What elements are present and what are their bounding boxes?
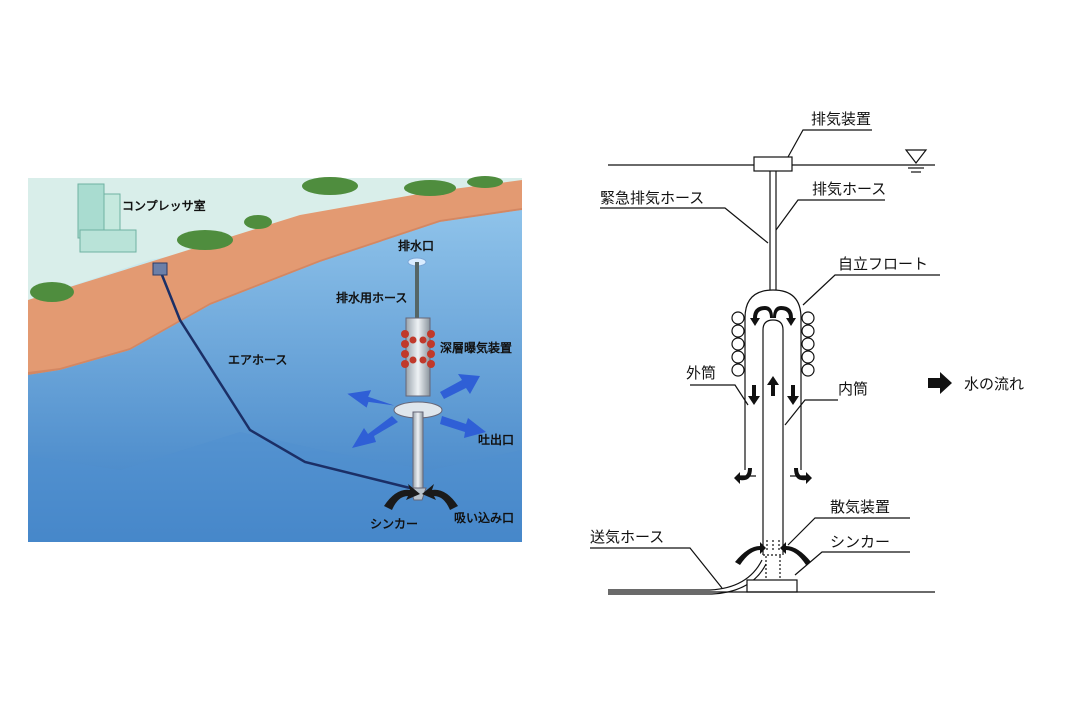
- aerator-device: [393, 257, 443, 501]
- water-body: [28, 210, 522, 542]
- label-exhaust-hose: 排気ホース: [812, 180, 886, 198]
- label-intake: 吸い込み口: [454, 510, 514, 525]
- air-hose-line: [158, 269, 411, 490]
- label-self-standing-float: 自立フロート: [838, 255, 928, 273]
- label-sinker: シンカー: [370, 517, 418, 531]
- label-air-supply-hose: 送気ホース: [590, 528, 664, 546]
- aerator-coils: [401, 330, 435, 368]
- air-supply-hose: [608, 559, 763, 591]
- label-exhaust-device: 排気装置: [811, 110, 871, 128]
- label-outlet: 吐出口: [478, 432, 514, 447]
- label-inner-cylinder: 内筒: [838, 380, 868, 398]
- diffuser-marks: [763, 540, 783, 580]
- sinker-block: [746, 579, 798, 593]
- label-air-hose: エアホース: [228, 353, 287, 367]
- riverbank: [28, 180, 522, 375]
- flow-arrows: [734, 306, 812, 565]
- aerator-schematic: [590, 129, 940, 595]
- legend-label: 水の流れ: [964, 375, 1024, 393]
- label-diffuser: 散気装置: [830, 498, 890, 516]
- float-coils: [731, 311, 815, 377]
- reservoir-illustration: コンプレッサ室 排水口 排水用ホース 深層曝気装置 エアホース 吐出口 シンカー…: [28, 176, 522, 542]
- junction-box: [152, 262, 168, 276]
- label-compressor-room: コンプレッサ室: [122, 198, 206, 213]
- tree-line: [30, 176, 503, 302]
- label-deep-aerator: 深層曝気装置: [440, 340, 512, 355]
- label-discharge-hose: 排水用ホース: [336, 290, 407, 305]
- right-arrow-icon: [928, 372, 952, 394]
- label-emergency-exhaust-hose: 緊急排気ホース: [600, 189, 704, 207]
- exhaust-device-box: [753, 156, 793, 172]
- label-outer-cylinder: 外筒: [686, 364, 716, 382]
- label-sinker-schematic: シンカー: [830, 533, 890, 551]
- compressor-building: [77, 183, 137, 253]
- label-discharge-port: 排水口: [398, 238, 434, 253]
- legend: 水の流れ: [928, 372, 1024, 394]
- float-dome: [744, 289, 802, 470]
- outflow-arrows: [347, 374, 486, 448]
- lake-floor: [28, 432, 522, 542]
- intake-arrows: [384, 484, 458, 510]
- water-level-triangle-icon: [904, 149, 928, 173]
